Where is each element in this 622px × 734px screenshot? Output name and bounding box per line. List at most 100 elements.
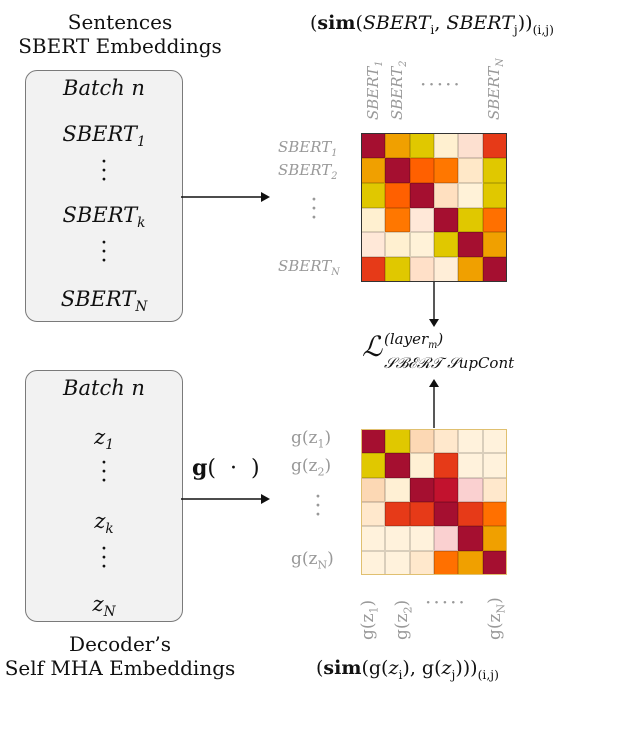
heatmap-cell <box>482 429 507 454</box>
heatmap-cell <box>458 257 483 282</box>
heatmap-cell <box>385 502 410 527</box>
heatmap-cell <box>361 157 386 183</box>
heatmap-cell <box>385 477 410 502</box>
sbert-item-1: SBERT1 <box>62 122 146 151</box>
decoder-batch-panel <box>25 370 183 622</box>
heatmap-cell <box>361 526 386 551</box>
heatmap-cell <box>434 502 459 527</box>
heatmap-cell <box>361 502 386 527</box>
heatmap-cell <box>482 157 507 183</box>
heatmap-cell <box>482 477 507 502</box>
decoder-similarity-heatmap <box>361 429 507 575</box>
decoder-caption-line-1: Decoder’s <box>69 632 171 656</box>
vertical-dots-icon: ··· <box>310 188 318 231</box>
sbert-caption: Sentences SBERT Embeddings <box>0 10 240 58</box>
heatmap-cell <box>434 257 459 282</box>
heatmap-cell <box>434 526 459 551</box>
heatmap-cell <box>458 429 483 454</box>
vertical-dots-icon: ··· <box>314 485 322 528</box>
vertical-dots-icon: ··· <box>100 451 108 494</box>
heatmap-cell <box>385 453 410 478</box>
heatmap-cell <box>458 526 483 551</box>
heatmap-cell <box>385 257 410 282</box>
horizontal-dots-icon: ····· <box>420 72 462 96</box>
sbert-caption-line-1: Sentences <box>67 10 173 34</box>
heatmap-cell <box>434 207 459 233</box>
sbert-col-label-n: SBERTN <box>485 58 506 120</box>
heatmap-cell <box>409 257 434 282</box>
heatmap-cell <box>458 232 483 258</box>
heatmap-cell <box>409 453 434 478</box>
heatmap-cell <box>385 429 410 454</box>
heatmap-cell <box>458 182 483 208</box>
sbert-batch-title: Batch n <box>63 76 145 100</box>
heatmap-cell <box>361 429 386 454</box>
vertical-dots-icon: ··· <box>100 150 108 193</box>
heatmap-cell <box>409 232 434 258</box>
heatmap-cell <box>361 257 386 282</box>
arrow-to-decoder-matrix <box>181 494 270 504</box>
heatmap-cell <box>482 133 507 158</box>
decoder-col-label-1: g(z1) <box>358 599 381 640</box>
vertical-dots-icon: ··· <box>100 231 108 274</box>
sbert-similarity-formula: (sim(SBERTi, SBERTj))(i,j) <box>310 12 554 37</box>
heatmap-cell <box>434 157 459 183</box>
heatmap-cell <box>385 550 410 575</box>
heatmap-cell <box>409 182 434 208</box>
heatmap-cell <box>409 207 434 233</box>
heatmap-cell <box>482 453 507 478</box>
heatmap-cell <box>482 232 507 258</box>
decoder-row-label-2: g(z2) <box>291 456 332 479</box>
heatmap-cell <box>409 429 434 454</box>
decoder-caption: Decoder’s Self MHA Embeddings <box>0 632 240 680</box>
sbert-caption-line-2: SBERT Embeddings <box>18 34 222 58</box>
sbert-item-n: SBERTN <box>60 287 148 316</box>
heatmap-cell <box>458 133 483 158</box>
heatmap-cell <box>458 502 483 527</box>
sbert-row-label-1: SBERT1 <box>278 138 338 159</box>
heatmap-cell <box>458 550 483 575</box>
decoder-item-1: z1 <box>94 425 114 454</box>
decoder-row-label-1: g(z1) <box>291 428 332 451</box>
supcont-loss-label: ℒ(layerm)𝒮ℬℰℛ𝒯 𝒮upCont <box>362 330 515 372</box>
heatmap-cell <box>409 157 434 183</box>
heatmap-cell <box>361 477 386 502</box>
sbert-item-k: SBERTk <box>62 203 146 232</box>
heatmap-cell <box>482 207 507 233</box>
heatmap-cell <box>409 526 434 551</box>
heatmap-cell <box>385 133 410 158</box>
decoder-col-label-2: g(z2) <box>392 599 415 640</box>
decoder-batch-title: Batch n <box>63 376 145 400</box>
heatmap-cell <box>434 429 459 454</box>
sbert-row-label-2: SBERT2 <box>278 161 338 182</box>
heatmap-cell <box>361 133 386 158</box>
heatmap-cell <box>458 477 483 502</box>
sbert-similarity-heatmap <box>361 133 507 282</box>
heatmap-cell <box>361 550 386 575</box>
heatmap-cell <box>409 133 434 158</box>
heatmap-cell <box>385 526 410 551</box>
heatmap-cell <box>458 207 483 233</box>
heatmap-cell <box>409 477 434 502</box>
sbert-col-label-1: SBERT1 <box>364 60 385 120</box>
heatmap-cell <box>409 550 434 575</box>
decoder-caption-line-2: Self MHA Embeddings <box>4 656 236 680</box>
heatmap-cell <box>361 232 386 258</box>
heatmap-cell <box>482 526 507 551</box>
decoder-col-label-n: g(zN) <box>485 597 508 640</box>
heatmap-cell <box>482 257 507 282</box>
heatmap-cell <box>434 453 459 478</box>
heatmap-cell <box>458 453 483 478</box>
heatmap-cell <box>409 502 434 527</box>
heatmap-cell <box>434 232 459 258</box>
heatmap-cell <box>482 502 507 527</box>
heatmap-cell <box>482 550 507 575</box>
heatmap-cell <box>385 232 410 258</box>
vertical-dots-icon: ··· <box>100 537 108 580</box>
heatmap-cell <box>361 182 386 208</box>
heatmap-cell <box>385 157 410 183</box>
arrow-to-loss-from-sbert <box>429 282 439 327</box>
arrow-to-sbert-matrix <box>181 192 270 202</box>
heatmap-cell <box>434 477 459 502</box>
heatmap-cell <box>434 550 459 575</box>
